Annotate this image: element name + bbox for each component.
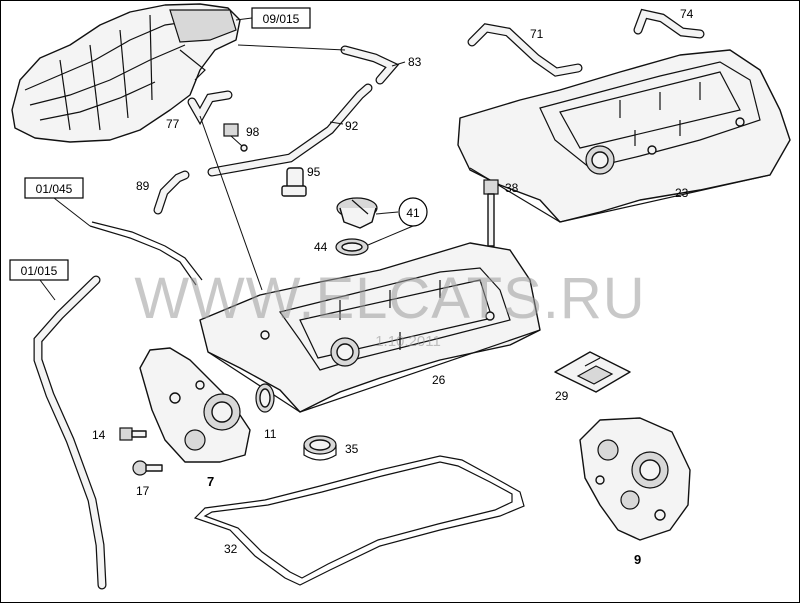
label-77: 77 [166,117,180,131]
timing-cover-9[interactable]: 9 [579,417,691,567]
label-83: 83 [408,55,422,69]
label-98: 98 [246,125,260,139]
clip-95[interactable]: 95 [281,165,321,197]
breather-pipe-01-045 [89,225,197,286]
oil-cap-41[interactable]: 41 [336,197,428,229]
bolt-14[interactable]: 14 [92,427,147,442]
bolt-17[interactable]: 17 [132,460,163,498]
ref-01-015-text: 01/015 [21,264,58,278]
cover-23[interactable]: 23 [457,49,791,223]
ref-01-045-text: 01/045 [36,182,73,196]
hose-71[interactable]: 71 [467,23,583,77]
label-35: 35 [345,442,359,456]
label-14: 14 [92,428,106,442]
gasket-32[interactable]: 32 [193,455,525,586]
label-7: 7 [207,474,214,489]
label-95: 95 [307,165,321,179]
label-9: 9 [634,552,641,567]
label-32: 32 [224,542,238,556]
hose-92[interactable]: 92 [207,83,373,177]
bolt-38[interactable]: 38 [483,179,519,247]
watermark-date: 1.10.2011 [375,333,441,350]
label-38: 38 [505,181,519,195]
seal-44[interactable]: 44 [314,225,414,256]
watermark: WWW.ELCATS.RU 1.10.2011 [134,266,645,350]
sticker-29[interactable]: 29 [554,351,631,403]
label-11: 11 [264,427,277,441]
ref-01-015[interactable]: 01/015 [9,259,69,301]
label-71: 71 [530,27,544,41]
label-23: 23 [675,186,689,200]
ref-09-015[interactable]: 09/015 [235,7,311,29]
seal-35[interactable]: 35 [303,435,359,461]
sensor-98[interactable]: 98 [223,123,260,152]
label-89: 89 [136,179,150,193]
elbow-77[interactable]: 77 [166,90,233,131]
label-26: 26 [432,373,446,387]
hose-83[interactable]: 83 [237,44,422,85]
ref-01-045[interactable]: 01/045 [24,177,91,227]
hose-74[interactable]: 74 [633,7,705,39]
label-44: 44 [314,240,328,254]
cover-26[interactable]: 26 [199,242,541,413]
ref-09-015-text: 09/015 [263,12,300,26]
label-74: 74 [680,7,694,21]
hose-89[interactable]: 89 [136,170,190,215]
label-17: 17 [136,484,150,498]
label-29: 29 [555,389,569,403]
watermark-text: WWW.ELCATS.RU [134,266,645,331]
timing-cover-7[interactable]: 7 [139,347,251,489]
label-92: 92 [345,119,359,133]
dipstick-tube[interactable] [33,275,107,590]
label-41: 41 [406,206,420,220]
air-filter-housing [11,3,241,143]
seal-11[interactable]: 11 [255,383,277,441]
